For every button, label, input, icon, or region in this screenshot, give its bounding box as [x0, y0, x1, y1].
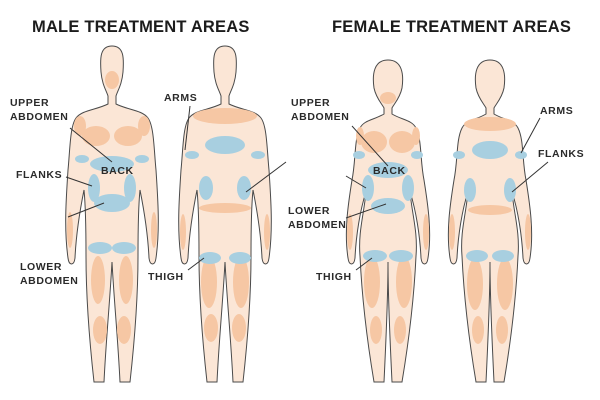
male-heading: MALE TREATMENT AREAS [32, 18, 250, 36]
male-right-thigh-zone [112, 242, 136, 254]
male-back-figure [178, 45, 272, 383]
female-back-left-thigh-zone [466, 250, 488, 262]
female-upper-abdomen-label: UPPER ABDOMEN [291, 96, 349, 124]
female-back-right-flank-zone [504, 178, 516, 202]
female-arms-leader [520, 117, 541, 154]
male-back-treatment-zones [185, 136, 265, 264]
female-flanks-label: FLANKS [538, 148, 585, 160]
female-left-arm-zone [353, 151, 365, 159]
male-thigh-label: THIGH [148, 271, 184, 283]
female-left-flank-zone [362, 175, 374, 201]
female-back-zone [472, 141, 508, 159]
male-front-treatment-zones [75, 155, 149, 254]
male-back-left-flank-zone [199, 176, 213, 200]
male-back-left-arm-zone [185, 151, 199, 159]
male-upper-abdomen-leader [69, 127, 113, 163]
female-right-flank-zone [402, 175, 414, 201]
male-upper-abdomen-label: UPPER ABDOMEN [10, 96, 68, 124]
female-front-treatment-zones [353, 151, 423, 262]
female-back-left-arm-zone [453, 151, 465, 159]
female-back-treatment-zones [453, 141, 527, 262]
male-lower-abdomen-zone [94, 194, 130, 212]
female-upper-abdomen-line1: UPPER [291, 97, 331, 109]
female-back-right-thigh-zone [492, 250, 514, 262]
leader-lines [65, 105, 549, 271]
female-front-body-zones [347, 92, 429, 344]
female-back-figure [447, 59, 533, 383]
male-right-arm-zone [135, 155, 149, 163]
male-right-flank-zone [124, 174, 136, 202]
female-upper-abdomen-zone [368, 162, 408, 178]
male-left-flank-zone [88, 174, 100, 202]
male-front-body-zones [67, 71, 157, 344]
male-back-label: BACK [101, 165, 134, 177]
female-heading: FEMALE TREATMENT AREAS [332, 18, 572, 36]
male-left-thigh-zone [88, 242, 112, 254]
male-upper-abdomen-zone [90, 156, 134, 172]
male-lower-abdomen-leader [67, 202, 105, 218]
female-upper-abdomen-leader [351, 125, 389, 167]
male-front-figure [65, 45, 159, 383]
female-upper-abdomen-line2: ABDOMEN [291, 111, 350, 123]
female-back-right-arm-zone [515, 151, 527, 159]
male-thigh-leader [187, 257, 205, 271]
female-lower-abdomen-label: LOWER ABDOMEN [288, 204, 346, 232]
female-lower-abdomen-line2: ABDOMEN [288, 219, 347, 231]
female-lower-abdomen-zone [371, 198, 405, 214]
female-lower-abdomen-line1: LOWER [288, 205, 331, 217]
male-upper-abdomen-line1: UPPER [10, 97, 50, 109]
male-lower-abdomen-line2: ABDOMEN [20, 275, 79, 287]
male-flanks-label: FLANKS [16, 169, 63, 181]
male-back-flank-leader [245, 161, 287, 193]
female-left-thigh-zone [363, 250, 387, 262]
male-back-body-zones [180, 108, 270, 342]
male-lower-abdomen-label: LOWER ABDOMEN [20, 260, 78, 288]
male-back-right-flank-zone [237, 176, 251, 200]
male-left-arm-zone [75, 155, 89, 163]
male-back-right-thigh-zone [229, 252, 251, 264]
female-lower-abdomen-leader [345, 203, 387, 219]
female-right-thigh-zone [389, 250, 413, 262]
male-lower-abdomen-line1: LOWER [20, 261, 63, 273]
female-flanks-leader [345, 175, 367, 189]
female-back-flanks-leader [511, 161, 549, 193]
male-upper-abdomen-line2: ABDOMEN [10, 111, 69, 123]
female-back-label: BACK [373, 165, 406, 177]
female-back-left-flank-zone [464, 178, 476, 202]
male-back-left-thigh-zone [199, 252, 221, 264]
female-front-figure [345, 59, 431, 383]
male-back-zone [205, 136, 245, 154]
female-arms-label: ARMS [540, 105, 574, 117]
female-thigh-leader [355, 257, 373, 271]
female-back-body-zones [449, 117, 531, 344]
male-arms-label: ARMS [164, 92, 198, 104]
male-back-right-arm-zone [251, 151, 265, 159]
female-thigh-label: THIGH [316, 271, 352, 283]
male-arms-leader [184, 105, 191, 151]
male-flanks-leader [65, 176, 93, 187]
female-right-arm-zone [411, 151, 423, 159]
